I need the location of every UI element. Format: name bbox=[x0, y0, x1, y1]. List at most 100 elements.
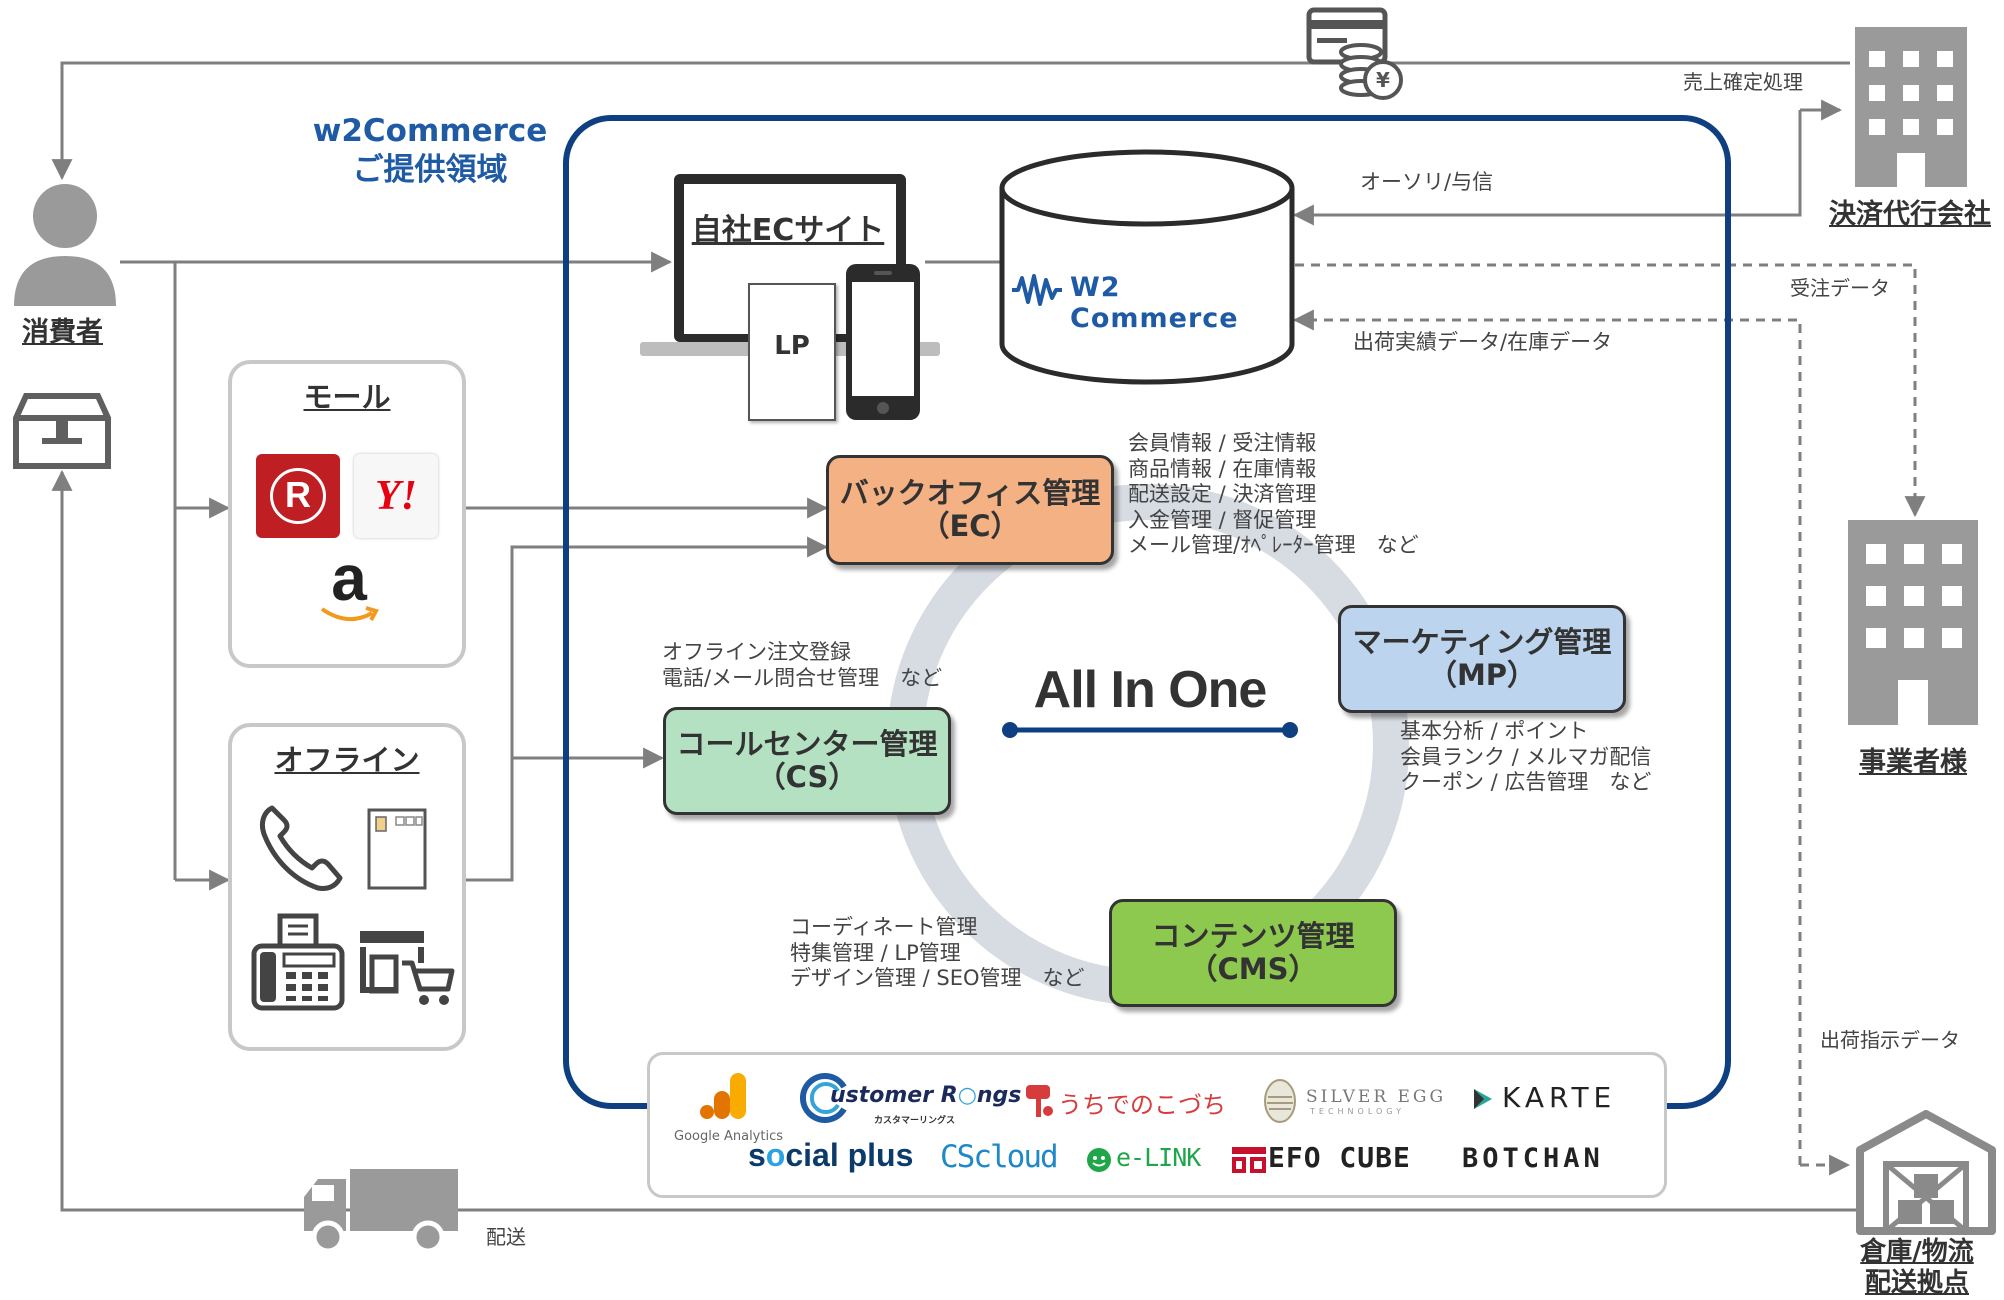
google-analytics-text: Google Analytics bbox=[674, 1129, 784, 1144]
database-icon bbox=[999, 149, 1295, 385]
google-analytics-logo[interactable]: Google Analytics bbox=[674, 1071, 784, 1151]
phone-icon bbox=[259, 805, 343, 891]
order-data-line bbox=[1295, 263, 1926, 518]
building-icon bbox=[1855, 27, 1967, 187]
contents-subtitle: （CMS） bbox=[1188, 952, 1318, 986]
svg-text:¥: ¥ bbox=[1376, 68, 1390, 92]
customer-rings-sub: カスタマーリングス bbox=[874, 1116, 956, 1126]
backoffice-detail: 会員情報 / 受注情報 bbox=[1128, 431, 1317, 455]
marketing-module[interactable]: マーケティング管理 （MP） bbox=[1338, 605, 1626, 713]
contents-module[interactable]: コンテンツ管理 （CMS） bbox=[1109, 899, 1397, 1007]
karte-logo[interactable]: KARTE bbox=[1472, 1081, 1642, 1121]
rakuten-letter: R bbox=[285, 474, 311, 515]
customer-rings-ring-icon: ○ bbox=[957, 1083, 977, 1108]
provider-title: w2Commerce ご提供領域 bbox=[290, 112, 570, 190]
yahoo-logo[interactable]: Y! bbox=[354, 454, 438, 538]
rakuten-logo[interactable]: R bbox=[256, 454, 340, 538]
backoffice-title: バックオフィス管理 bbox=[839, 475, 1101, 510]
backoffice-detail: 入金管理 / 督促管理 bbox=[1128, 507, 1317, 532]
google-analytics-icon bbox=[700, 1073, 746, 1119]
all-in-one-underline bbox=[1002, 722, 1298, 738]
payment-company-label: 決済代行会社 bbox=[1829, 199, 1991, 230]
provider-title-line2: ご提供領域 bbox=[352, 151, 508, 188]
contents-detail: 特集管理 / LP管理 bbox=[790, 940, 961, 965]
silver-egg-sub: TECHNOLOGY bbox=[1310, 1107, 1405, 1116]
customer-rings-text-end: ngs bbox=[976, 1083, 1022, 1108]
karte-mark-icon bbox=[1474, 1089, 1492, 1109]
karte-text: KARTE bbox=[1502, 1081, 1617, 1114]
amazon-smile-icon bbox=[320, 606, 379, 621]
efo-cube-icon bbox=[1232, 1147, 1266, 1173]
uchideno-logo[interactable]: うちでのこづち bbox=[1022, 1081, 1226, 1121]
sales-confirm-line bbox=[51, 61, 1850, 181]
mall-label: モール bbox=[303, 380, 391, 414]
yahoo-letter: Y! bbox=[375, 473, 417, 519]
callcenter-details: オフライン注文登録 電話/メール問合せ管理 など bbox=[662, 640, 942, 691]
contents-detail: コーディネート管理 bbox=[790, 915, 978, 939]
offline-label: オフライン bbox=[274, 743, 420, 777]
social-plus-text-end: cial plus bbox=[785, 1137, 914, 1173]
shipping-results-label: 出荷実績データ/在庫データ bbox=[1353, 330, 1613, 354]
backoffice-detail: 商品情報 / 在庫情報 bbox=[1128, 456, 1317, 481]
marketing-title: マーケティング管理 bbox=[1352, 624, 1612, 659]
shipping-instructions-label: 出荷指示データ bbox=[1820, 1028, 1960, 1052]
callcenter-subtitle: （CS） bbox=[756, 760, 858, 794]
backoffice-details: 会員情報 / 受注情報 商品情報 / 在庫情報 配送設定 / 決済管理 入金管理… bbox=[1128, 431, 1419, 559]
botchan-logo[interactable]: BOTCHAN bbox=[1462, 1143, 1652, 1183]
customer-rings-logo[interactable]: ustomer R○ngs カスタマーリングス bbox=[800, 1073, 1021, 1133]
warehouse-label: 倉庫/物流 配送拠点 bbox=[1830, 1237, 2004, 1299]
authorization-label: オーソリ/与信 bbox=[1360, 170, 1494, 194]
w2-logo: W2 Commerce bbox=[1010, 270, 1290, 334]
lp-page: LP bbox=[748, 283, 836, 421]
efo-cube-logo[interactable]: EFO CUBE bbox=[1232, 1141, 1442, 1183]
callcenter-detail: オフライン注文登録 bbox=[662, 640, 851, 664]
consumer-label: 消費者 bbox=[22, 317, 103, 348]
mallet-icon bbox=[1026, 1085, 1053, 1117]
elink-text: e-LINK bbox=[1116, 1143, 1201, 1172]
amazon-logo[interactable]: a bbox=[304, 542, 394, 639]
delivery-line bbox=[51, 469, 1860, 1212]
cscloud-text: CScloud bbox=[940, 1139, 1059, 1175]
customer-rings-text: ustomer R bbox=[830, 1083, 958, 1108]
callcenter-detail: 電話/メール問合せ管理 など bbox=[662, 665, 943, 690]
amazon-letter: a bbox=[331, 542, 367, 614]
efo-cube-text: EFO CUBE bbox=[1268, 1141, 1411, 1174]
smartphone-icon bbox=[846, 264, 920, 420]
social-plus-text: s bbox=[748, 1137, 766, 1173]
customer-rings-icon bbox=[800, 1073, 847, 1123]
person-icon bbox=[10, 178, 120, 308]
botchan-text: BOTCHAN bbox=[1462, 1143, 1604, 1174]
backoffice-detail: メール管理/ｵﾍﾟﾚｰﾀｰ管理 など bbox=[1128, 533, 1419, 558]
backoffice-module[interactable]: バックオフィス管理 （EC） bbox=[826, 455, 1114, 565]
warehouse-label-line1: 倉庫/物流 bbox=[1860, 1237, 1974, 1267]
callcenter-module[interactable]: コールセンター管理 （CS） bbox=[663, 707, 951, 815]
business-label: 事業者様 bbox=[1859, 747, 1967, 778]
marketing-details: 基本分析 / ポイント 会員ランク / メルマガ配信 クーポン / 広告管理 な… bbox=[1400, 719, 1651, 796]
warehouse-icon bbox=[1856, 1110, 1996, 1235]
marketing-subtitle: （MP） bbox=[1427, 658, 1537, 692]
marketing-detail: クーポン / 広告管理 など bbox=[1400, 770, 1652, 795]
social-plus-o-icon: o bbox=[765, 1137, 786, 1173]
w2-wave-icon bbox=[1012, 274, 1062, 306]
contents-detail: デザイン管理 / SEO管理 など bbox=[790, 966, 1085, 991]
offline-group: オフライン bbox=[228, 723, 466, 1051]
silver-egg-text: SILVER EGG bbox=[1306, 1087, 1447, 1107]
egg-icon bbox=[1264, 1079, 1296, 1123]
credit-card-coin-icon: ¥ bbox=[1306, 7, 1403, 100]
partner-logos-panel: Google Analytics ustomer R○ngs カスタマーリングス… bbox=[647, 1052, 1667, 1198]
cscloud-logo[interactable]: CScloud bbox=[940, 1139, 1070, 1183]
contents-details: コーディネート管理 特集管理 / LP管理 デザイン管理 / SEO管理 など bbox=[790, 915, 1085, 992]
order-data-label: 受注データ bbox=[1790, 276, 1890, 300]
provider-title-line1: w2Commerce bbox=[312, 113, 548, 149]
marketing-detail: 会員ランク / メルマガ配信 bbox=[1400, 744, 1652, 769]
silver-egg-logo[interactable]: SILVER EGG TECHNOLOGY bbox=[1262, 1073, 1443, 1133]
ec-site-label: 自社ECサイト bbox=[691, 213, 885, 248]
w2-logo-text: W2 Commerce bbox=[1070, 272, 1239, 334]
contents-title: コンテンツ管理 bbox=[1151, 918, 1355, 953]
social-plus-logo[interactable]: social plus bbox=[748, 1137, 928, 1181]
warehouse-label-line2: 配送拠点 bbox=[1864, 1268, 1969, 1299]
elink-logo[interactable]: e-LINK bbox=[1086, 1143, 1216, 1183]
lp-label: LP bbox=[774, 331, 810, 361]
delivery-label: 配送 bbox=[486, 1225, 526, 1249]
fax-icon bbox=[251, 913, 345, 1011]
